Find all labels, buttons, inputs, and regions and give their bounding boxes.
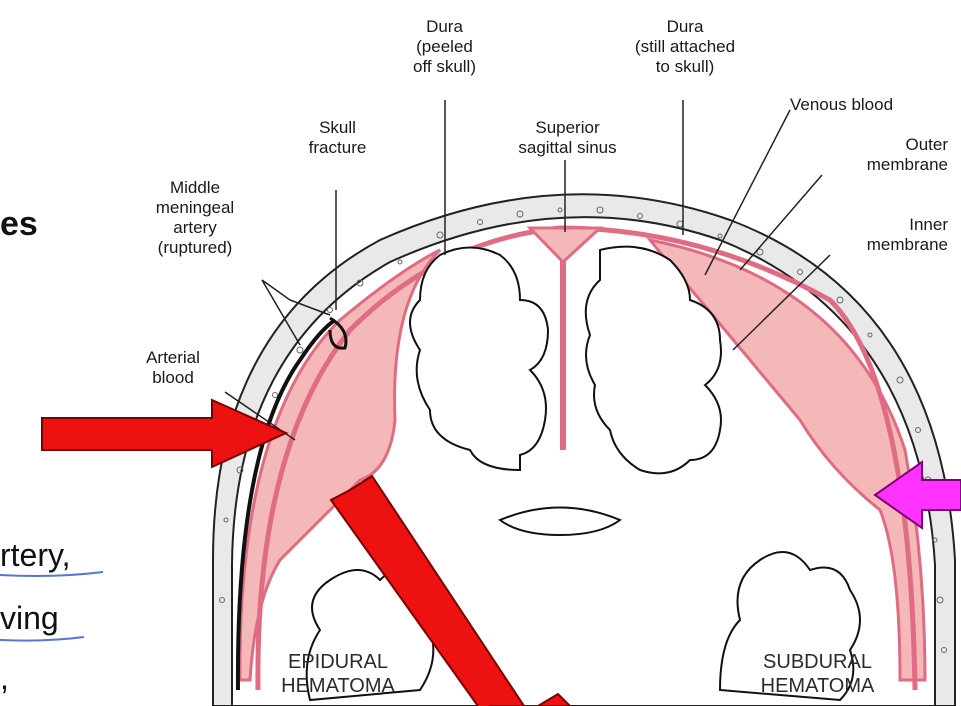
slide-bold-fragment: es (0, 205, 38, 244)
slide-text-line2: ving (0, 600, 59, 637)
label-venous-blood: Venous blood (790, 95, 893, 115)
slide-text-line1: rtery, (0, 537, 71, 574)
slide-text-line3: , (0, 660, 9, 697)
